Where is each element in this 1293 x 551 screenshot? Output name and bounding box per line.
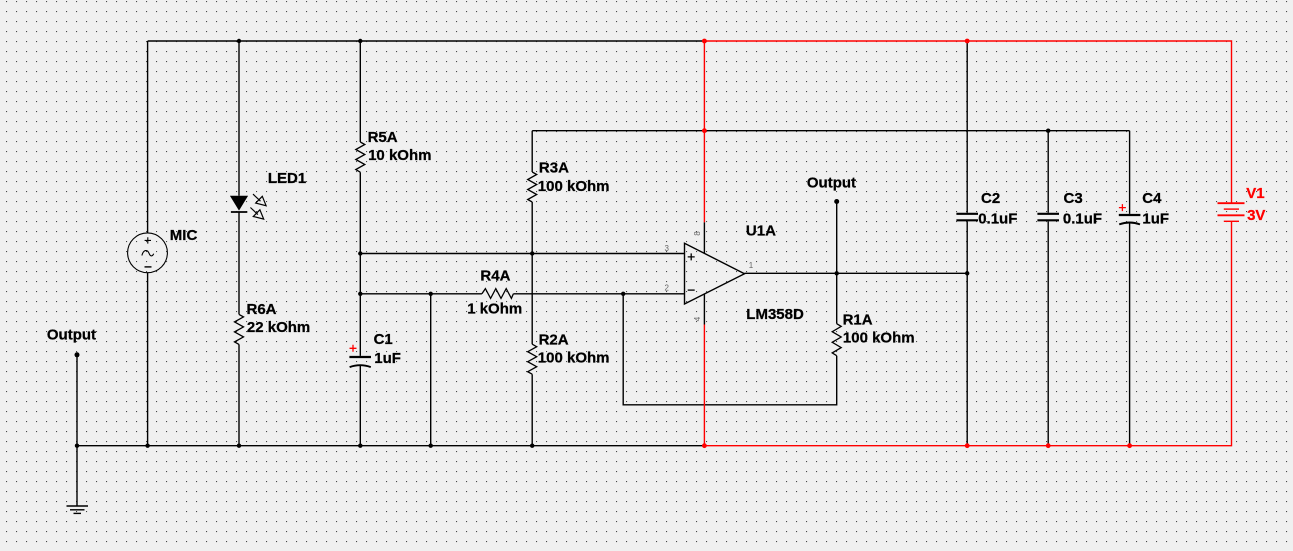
svg-text:1uF: 1uF [1142, 210, 1169, 227]
svg-text:LM358D: LM358D [746, 306, 804, 323]
svg-text:100 kOhm: 100 kOhm [538, 178, 610, 195]
svg-text:MIC: MIC [170, 227, 198, 244]
svg-text:C1: C1 [374, 331, 393, 348]
svg-text:0.1uF: 0.1uF [1063, 210, 1102, 227]
svg-text:1 kOhm: 1 kOhm [467, 301, 522, 318]
svg-text:C3: C3 [1064, 190, 1083, 207]
svg-text:C2: C2 [981, 190, 1000, 207]
svg-text:1: 1 [749, 261, 754, 270]
svg-text:4: 4 [693, 316, 702, 321]
svg-text:V1: V1 [1246, 185, 1264, 202]
svg-text:22 kOhm: 22 kOhm [247, 319, 310, 336]
svg-text:R3A: R3A [539, 159, 569, 176]
svg-text:10 kOhm: 10 kOhm [368, 147, 431, 164]
svg-text:C4: C4 [1142, 190, 1162, 207]
svg-text:LED1: LED1 [268, 170, 306, 187]
svg-text:1uF: 1uF [374, 350, 401, 367]
svg-text:0.1uF: 0.1uF [978, 210, 1017, 227]
svg-text:R1A: R1A [843, 312, 873, 329]
svg-text:Output: Output [807, 174, 856, 191]
svg-text:100 kOhm: 100 kOhm [538, 349, 610, 366]
svg-text:3V: 3V [1247, 207, 1265, 224]
svg-text:R5A: R5A [368, 129, 398, 146]
svg-text:100 kOhm: 100 kOhm [843, 329, 915, 346]
svg-text:R4A: R4A [480, 268, 510, 285]
svg-text:8: 8 [693, 231, 702, 236]
svg-text:3: 3 [665, 244, 670, 253]
svg-text:Output: Output [47, 326, 96, 343]
svg-text:R2A: R2A [539, 332, 569, 349]
svg-text:2: 2 [665, 284, 670, 293]
svg-text:U1A: U1A [746, 223, 776, 240]
svg-text:R6A: R6A [247, 301, 277, 318]
